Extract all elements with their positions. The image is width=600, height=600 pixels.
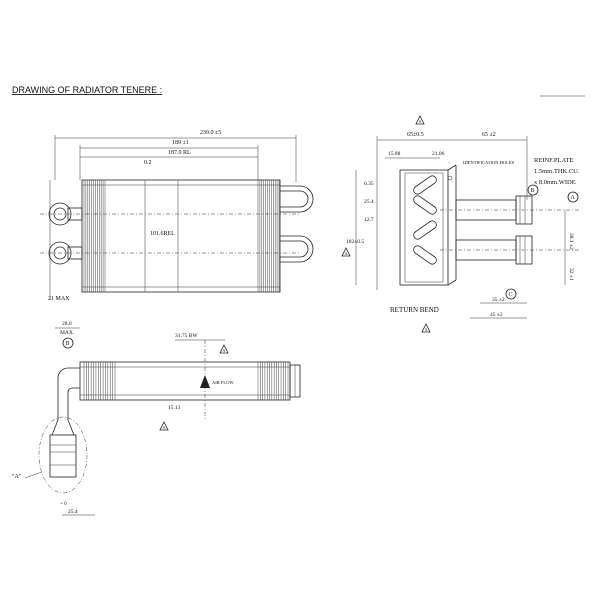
dim-width-right: 65 ±2 <box>482 132 496 138</box>
dim-d3: 6.35 <box>364 181 374 187</box>
marker-b-circle <box>527 184 539 196</box>
label-reinf-1: REINF.PLATE <box>534 157 573 164</box>
tube-slot <box>413 220 437 240</box>
pipe-taper-right <box>67 419 75 436</box>
label-air-flow: AIR FLOW <box>212 380 234 385</box>
label-detail-a: "A" <box>12 474 22 480</box>
detail-a-leader <box>24 471 43 479</box>
marker-b: B <box>531 188 535 194</box>
tube-slots <box>413 175 437 265</box>
dim-bottom-d4: + 0 <box>60 502 67 507</box>
dim-core-outer: 189 ±1 <box>172 140 189 146</box>
dim-top-offset: 0.2 <box>144 160 152 166</box>
dim-bottom-d2: 31.75 BW <box>175 333 198 339</box>
tube-sheet-edge-bottom <box>447 279 457 286</box>
detail-a-circle <box>38 416 88 494</box>
markers: A A A A A A B B C <box>62 115 579 431</box>
port-top-inner <box>53 207 67 221</box>
pipe-fitting <box>49 434 77 478</box>
dim-height: 101.6REL <box>150 231 175 237</box>
fin-stack-right <box>257 180 280 292</box>
label-return-bend: RETURN BEND <box>390 306 439 314</box>
tube-sheet-edge-top <box>447 164 457 171</box>
marker-b2-circle <box>62 337 74 349</box>
marker-a: A <box>571 195 576 201</box>
return-bend-bottom <box>280 235 314 263</box>
marker-triangle-icon <box>159 421 169 431</box>
marker-tri-1: A <box>223 348 226 353</box>
dim-bottom-d1b: MAX. <box>60 330 75 336</box>
marker-tri-2: A <box>163 425 166 430</box>
dim-side-height: 102±0.5 <box>346 239 364 245</box>
marker-c-circle <box>505 288 517 300</box>
air-flow-arrow-icon <box>200 375 210 388</box>
dim-d4: 25.4 <box>364 199 374 205</box>
marker-triangle-icon <box>219 344 229 354</box>
pipe-elbow-outer <box>57 367 80 420</box>
dim-d8: 35 ±2 <box>492 297 505 303</box>
tube-slot <box>413 195 437 215</box>
dim-d1: 15.88 <box>388 151 401 157</box>
port-bottom-inner <box>53 246 67 260</box>
fin-stack-left <box>83 180 106 292</box>
dim-bottom: 21 MAX <box>48 296 70 302</box>
tube-slot <box>413 245 437 265</box>
pipe-taper-left <box>51 419 59 436</box>
dim-d7: 32 ±1 <box>568 268 574 281</box>
marker-triangle-icon <box>415 115 425 125</box>
dim-d2: 21.06 <box>432 151 445 157</box>
marker-triangle-icon <box>341 247 351 257</box>
return-bend-bottom-inner <box>280 240 309 258</box>
tube-sheet-inner <box>404 172 444 283</box>
side-view: 65±0.5 65 ±2 15.88 21.06 IDENTIFICATION … <box>346 132 580 319</box>
return-bend-top <box>280 185 314 213</box>
bottom-view: 28.0 MAX. 31.75 BW AIR FLOW 15.13 "A" + … <box>12 321 301 516</box>
drawing-title: DRAWING OF RADIATOR TENERE : <box>12 85 162 95</box>
dim-bottom-d5: 25.4 <box>68 509 78 515</box>
marker-a-circle <box>567 191 579 203</box>
marker-tri-5: A <box>345 251 348 256</box>
bottom-core <box>79 361 291 401</box>
dim-d9: 45 ±2 <box>490 312 503 318</box>
marker-triangle-icon <box>421 323 431 333</box>
dim-d5: 12.7 <box>364 217 374 223</box>
marker-tri-4: A <box>425 327 428 332</box>
id-hole <box>447 175 453 181</box>
front-view: 239.0 ±5 189 ±1 187.0 RL 0.2 101.6REL <box>40 130 314 302</box>
marker-b2: B <box>66 341 70 347</box>
marker-tri-3: A <box>419 119 422 124</box>
label-reinf-2: 1.5mm.THK.CU. <box>534 168 580 175</box>
dim-core-fin: 187.0 RL <box>168 150 191 156</box>
dim-bottom-d3: 15.13 <box>168 405 181 411</box>
tube-slot <box>413 175 437 195</box>
marker-c: C <box>509 292 513 298</box>
bottom-fin-stack-right <box>257 362 289 400</box>
core-outline <box>81 179 281 293</box>
dim-d6: 38.1 ±2 <box>568 233 574 250</box>
bottom-fin-stack-left <box>83 362 116 400</box>
dim-width-top: 65±0.5 <box>407 132 424 138</box>
label-reinf-3: x 8.0mm.WIDE <box>534 179 576 186</box>
label-identification-holes: IDENTIFICATION HOLES <box>463 160 515 165</box>
dim-bottom-d1: 28.0 <box>62 321 72 327</box>
pipe-elbow-inner <box>67 387 80 420</box>
return-bend-top-inner <box>280 190 309 208</box>
tube-sheet <box>399 169 449 286</box>
dim-overall-length: 239.0 ±5 <box>200 130 221 136</box>
